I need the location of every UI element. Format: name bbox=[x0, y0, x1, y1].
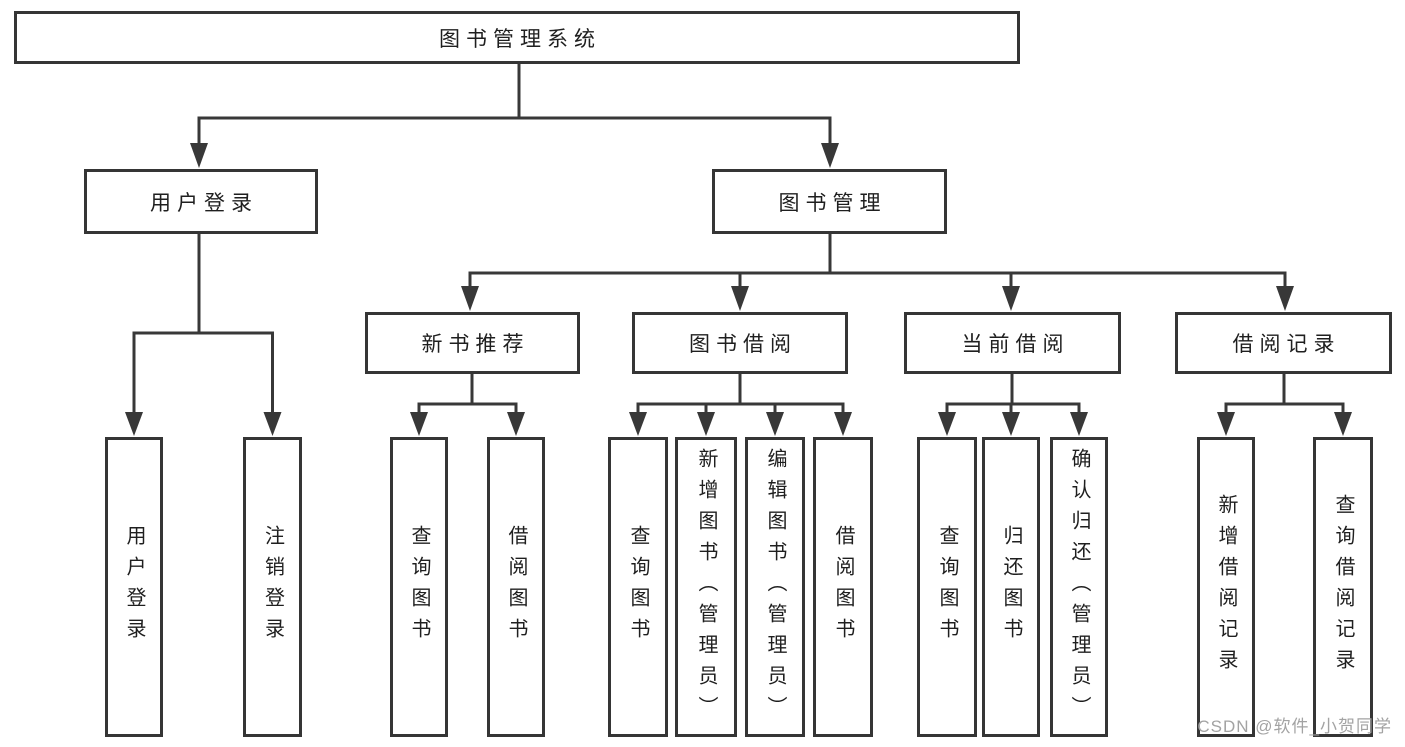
leaf-user-login: 用户登录 bbox=[105, 437, 163, 737]
node-system-root: 图书管理系统 bbox=[14, 11, 1020, 64]
leaf-recommend-borrow-books: 借阅图书 bbox=[487, 437, 545, 737]
node-new-book-recommend: 新书推荐 bbox=[365, 312, 580, 374]
csdn-watermark: CSDN @软件_小贺同学 bbox=[1197, 717, 1392, 736]
leaf-logout: 注销登录 bbox=[243, 437, 302, 737]
arrowheads bbox=[125, 143, 1352, 436]
leaf-query-borrow-record: 查询借阅记录 bbox=[1313, 437, 1373, 737]
node-label: 注销登录 bbox=[261, 525, 284, 649]
leaf-current-query-books: 查询图书 bbox=[917, 437, 977, 737]
node-label: 当前借阅 bbox=[961, 333, 1070, 356]
node-label: 借阅记录 bbox=[1232, 333, 1341, 356]
node-label: 新书推荐 bbox=[421, 333, 530, 356]
leaf-edit-books-admin: 编辑图书（管理员） bbox=[745, 437, 805, 737]
node-label: 借阅图书 bbox=[505, 525, 527, 649]
node-label: 借阅图书 bbox=[832, 525, 854, 649]
node-label: 归还图书 bbox=[1000, 525, 1022, 649]
leaf-add-borrow-record: 新增借阅记录 bbox=[1197, 437, 1255, 737]
node-book-borrow: 图书借阅 bbox=[632, 312, 848, 374]
node-user-login-module: 用户登录 bbox=[84, 169, 318, 234]
node-label: 图书管理系统 bbox=[439, 27, 601, 51]
leaf-recommend-query-books: 查询图书 bbox=[390, 437, 448, 737]
leaf-return-books: 归还图书 bbox=[982, 437, 1040, 737]
node-label: 查询借阅记录 bbox=[1332, 494, 1354, 680]
node-label: 图书借阅 bbox=[689, 333, 797, 356]
node-label: 图书管理 bbox=[778, 191, 887, 215]
node-label: 确认归还（管理员） bbox=[1068, 447, 1090, 727]
node-label: 新增图书（管理员） bbox=[695, 447, 717, 727]
node-book-management-module: 图书管理 bbox=[712, 169, 947, 234]
leaf-add-books-admin: 新增图书（管理员） bbox=[675, 437, 737, 737]
node-label: 用户登录 bbox=[150, 191, 258, 215]
leaf-borrow-query-books: 查询图书 bbox=[608, 437, 668, 737]
node-label: 新增借阅记录 bbox=[1215, 494, 1237, 680]
node-borrow-records: 借阅记录 bbox=[1175, 312, 1392, 374]
node-label: 查询图书 bbox=[627, 525, 649, 649]
node-label: 编辑图书（管理员） bbox=[764, 447, 786, 727]
leaf-confirm-return-admin: 确认归还（管理员） bbox=[1050, 437, 1108, 737]
node-current-borrow: 当前借阅 bbox=[904, 312, 1121, 374]
node-label: 查询图书 bbox=[408, 525, 430, 649]
node-label: 查询图书 bbox=[936, 525, 958, 649]
leaf-borrow-books: 借阅图书 bbox=[813, 437, 873, 737]
node-label: 用户登录 bbox=[123, 525, 145, 649]
